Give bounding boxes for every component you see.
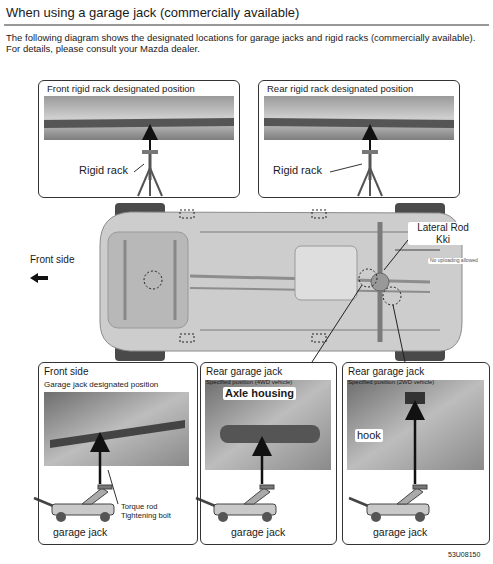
tool-label: garage jack [53,526,107,538]
panel-heading: Rear garage jack [206,366,282,378]
callout-panel: Rear garage jackSpecified position (2WD … [342,362,490,545]
part-label: Axle housing [223,387,296,400]
tool-label: Rigid rack [79,164,128,177]
part-label: Lateral Rod Kki [408,222,478,245]
callout-panel: Front sideGarage jack designated positio… [38,362,198,545]
panel-heading: Rear garage jack [348,366,424,378]
panel-subheading: Garage jack designated position [44,380,158,389]
callout-panel: Rear rigid rack designated positionRigid… [258,80,460,198]
panel-heading: Rear rigid rack designated position [267,84,413,95]
callout-panel: Rear garage jackSpecified position (4WD … [200,362,337,545]
panel-heading: Front side [44,366,88,378]
tool-label: garage jack [373,526,427,538]
panel-subheading: Specified position (4WD vehicle) [206,379,292,386]
page-title: When using a garage jack (commercially a… [6,6,299,21]
panel-heading: Front rigid rack designated position [47,84,195,95]
direction-label: Front side [30,254,74,266]
figure-code: 53U08150 [448,551,480,559]
panel-subheading: Specified position (2WD vehicle) [348,379,434,386]
watermark: No uploading allowed [428,258,480,264]
callout-panel: Front rigid rack designated positionRigi… [38,80,240,198]
tool-label: Rigid rack [273,164,322,177]
part-label: Torque rod Tightening bolt [121,503,193,521]
tool-label: garage jack [231,526,285,538]
intro-text: The following diagram shows the designat… [6,33,488,55]
part-label: hook [355,429,383,442]
